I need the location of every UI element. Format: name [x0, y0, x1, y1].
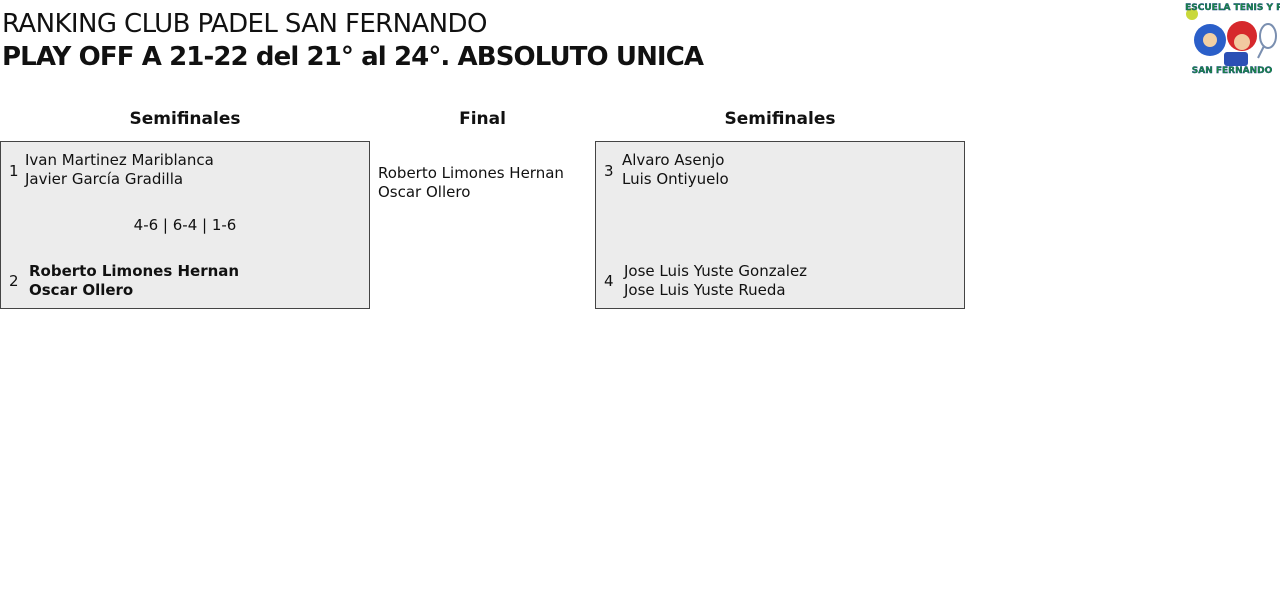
heading-final: Final	[459, 109, 506, 129]
logo-text-top: CLUB ESCUELA TENIS Y PADEL	[1184, 3, 1280, 13]
team-1-player-1: Ivan Martinez Mariblanca	[25, 151, 214, 169]
club-logo: CLUB ESCUELA TENIS Y PADEL SAN FERNANDO	[1156, 0, 1280, 82]
team-1: Ivan Martinez Mariblanca Javier García G…	[25, 151, 214, 189]
team-4-player-2: Jose Luis Yuste Rueda	[624, 281, 786, 299]
title-line-1: RANKING CLUB PADEL SAN FERNANDO	[2, 9, 487, 39]
final-team: Roberto Limones Hernan Oscar Ollero	[378, 164, 564, 202]
team-3-player-1: Alvaro Asenjo	[622, 151, 725, 169]
team-4-player-1: Jose Luis Yuste Gonzalez	[624, 262, 808, 280]
club-logo-image: CLUB ESCUELA TENIS Y PADEL SAN FERNANDO	[1156, 3, 1280, 76]
seed-3: 3	[604, 162, 614, 180]
final-player-1: Roberto Limones Hernan	[378, 164, 564, 182]
team-3-player-2: Luis Ontiyuelo	[622, 170, 729, 188]
team-2-player-2: Oscar Ollero	[29, 281, 134, 299]
seed-1: 1	[9, 162, 19, 180]
team-1-player-2: Javier García Gradilla	[25, 170, 184, 188]
heading-semifinals-left: Semifinales	[129, 109, 241, 129]
team-3: Alvaro Asenjo Luis Ontiyuelo	[622, 151, 729, 189]
logo-text-bottom: SAN FERNANDO	[1192, 66, 1273, 76]
semifinal-left-box[interactable]: 1 Ivan Martinez Mariblanca Javier García…	[0, 141, 370, 309]
match-score: 4-6 | 6-4 | 1-6	[133, 216, 237, 234]
heading-semifinals-right: Semifinales	[724, 109, 836, 129]
page-title: RANKING CLUB PADEL SAN FERNANDO PLAY OFF…	[2, 8, 704, 74]
semifinal-right-box[interactable]: 3 Alvaro Asenjo Luis Ontiyuelo 4 Jose Lu…	[595, 141, 965, 309]
title-line-2: PLAY OFF A 21-22 del 21° al 24°. ABSOLUT…	[2, 42, 704, 72]
team-4: Jose Luis Yuste Gonzalez Jose Luis Yuste…	[624, 262, 807, 300]
team-2-winner: Roberto Limones Hernan Oscar Ollero	[29, 262, 239, 300]
seed-4: 4	[604, 272, 614, 290]
final-player-2: Oscar Ollero	[378, 183, 471, 201]
team-2-player-1: Roberto Limones Hernan	[29, 262, 240, 280]
seed-2: 2	[9, 272, 19, 290]
